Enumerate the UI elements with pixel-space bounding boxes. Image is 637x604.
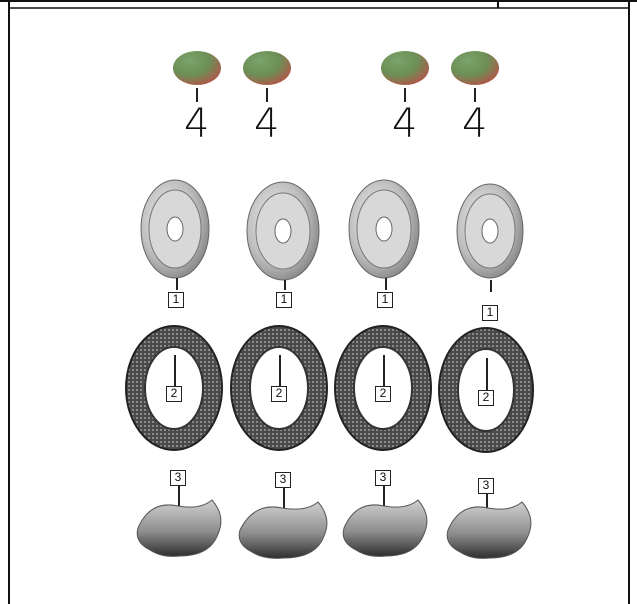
wheel-4 <box>456 183 524 279</box>
inner-tube-1 <box>136 486 222 557</box>
wheel-leader-2 <box>284 280 286 290</box>
tire-callout-2: 2 <box>271 386 287 402</box>
wheel-leader-4 <box>490 280 492 292</box>
inner-tubes <box>136 486 532 559</box>
hub-cap-3 <box>381 51 429 85</box>
hub-caps <box>173 51 499 102</box>
hub-cap-1 <box>173 51 221 85</box>
wheel-callout-1: 1 <box>168 292 184 308</box>
tube-callout-2: 3 <box>275 472 291 488</box>
wheel-callout-2: 1 <box>276 292 292 308</box>
wheel-leader-1 <box>176 278 178 290</box>
tire-callout-1: 2 <box>166 386 182 402</box>
wheel-callout-3: 1 <box>377 292 393 308</box>
wheel-3 <box>348 179 420 279</box>
tube-callout-3: 3 <box>375 470 391 486</box>
tire-callout-4: 2 <box>478 390 494 406</box>
wheel-callout-4: 1 <box>482 305 498 321</box>
cap-callout-4: 4 <box>462 101 488 147</box>
inner-tube-2 <box>238 488 328 559</box>
cap-callout-1: 4 <box>184 101 210 147</box>
wheel-2 <box>246 181 320 281</box>
tube-callout-4: 3 <box>478 478 494 494</box>
hub-cap-4 <box>451 51 499 85</box>
wheel-rims <box>140 179 524 281</box>
tube-callout-1: 3 <box>170 470 186 486</box>
cap-callout-2: 4 <box>254 101 280 147</box>
tires <box>125 325 534 453</box>
inner-tube-4 <box>446 494 532 559</box>
wheel-leader-3 <box>385 278 387 290</box>
wheel-1 <box>140 179 210 279</box>
inner-tube-3 <box>342 486 428 557</box>
hub-cap-2 <box>243 51 291 85</box>
cap-callout-3: 4 <box>392 101 418 147</box>
tire-callout-3: 2 <box>375 386 391 402</box>
